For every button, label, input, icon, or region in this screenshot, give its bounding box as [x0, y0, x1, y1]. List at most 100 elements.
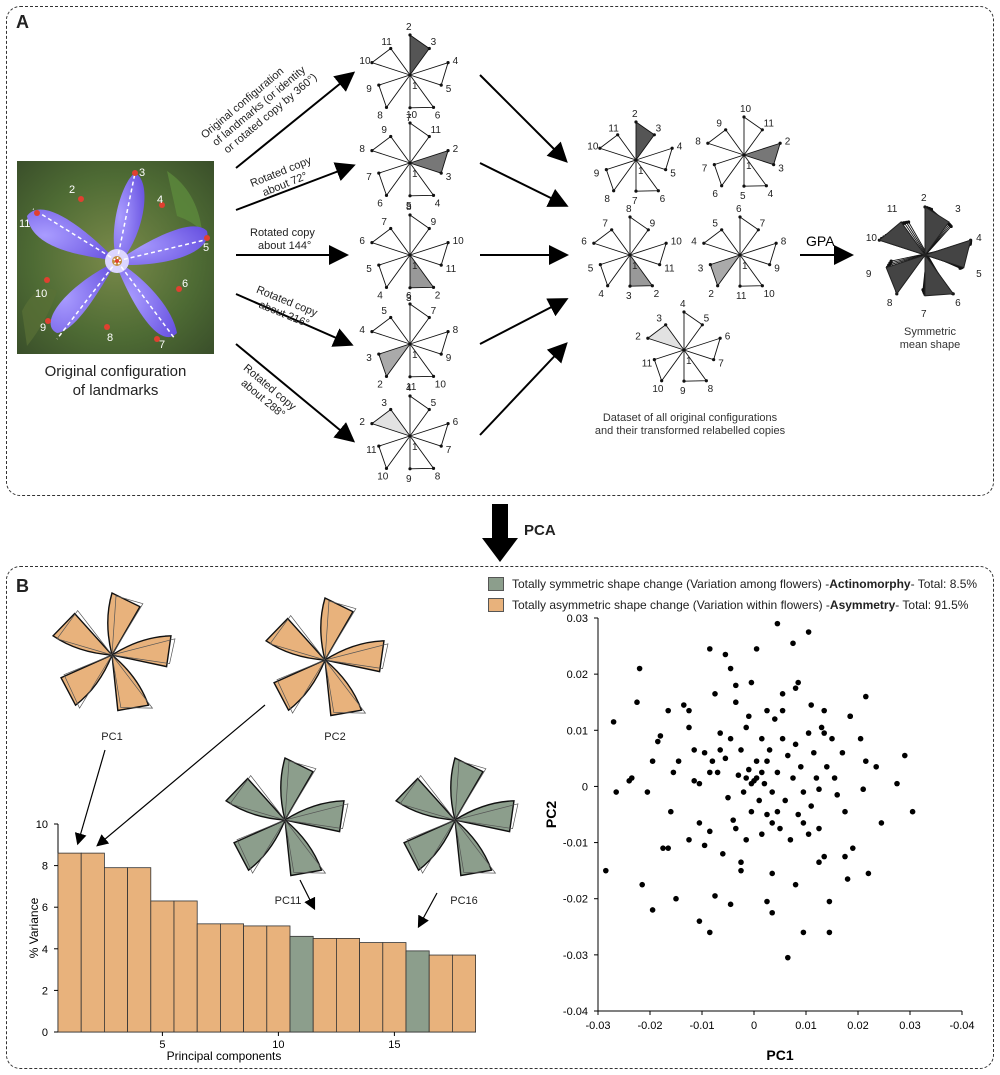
scatter-point — [798, 763, 804, 770]
shape-petal — [394, 777, 457, 821]
y-tick-label: 0.01 — [567, 725, 588, 737]
scatter-point — [644, 789, 651, 795]
landmark-label: 3 — [366, 353, 372, 364]
landmark-point — [370, 422, 374, 426]
scatter-point — [696, 918, 703, 924]
landmark-label: 3 — [406, 293, 412, 304]
landmark-label: 1 — [686, 356, 692, 367]
landmark-point — [446, 241, 450, 245]
landmark-point — [738, 215, 742, 219]
petal-wedge — [605, 159, 638, 192]
scatter-point — [691, 778, 697, 784]
scatter-point — [725, 794, 731, 801]
scatter-point — [730, 817, 736, 823]
petal-wedge — [370, 135, 412, 164]
pc2-shape: PC2 — [264, 597, 389, 743]
landmark-point — [682, 310, 686, 314]
landmark-label: 1 — [412, 169, 418, 180]
scatter-point — [759, 735, 765, 742]
petal-wedge — [599, 254, 632, 287]
landmark-label: 11 — [406, 382, 417, 393]
landmark-label: 7 — [702, 163, 708, 174]
landmark-label: 11 — [608, 124, 619, 135]
pointer-arrow — [417, 892, 438, 929]
landmark-point — [612, 189, 616, 193]
landmark-label: 7 — [431, 306, 437, 317]
panel-a-label: A — [16, 12, 29, 32]
legend-symmetric-rest: - Total: 8.5% — [910, 577, 978, 591]
petal-wedge — [635, 158, 660, 192]
petal-wedge — [646, 324, 686, 351]
scatter-point — [720, 851, 726, 857]
scatter-point — [743, 724, 749, 731]
landmark-label: 7 — [760, 219, 766, 230]
landmark-label: 4 — [768, 189, 774, 200]
landmark-point — [384, 193, 389, 197]
scatter-point — [811, 749, 817, 756]
bar-pc17 — [428, 954, 453, 1033]
svg-text:9: 9 — [40, 322, 46, 334]
landmark-point — [427, 407, 431, 412]
shape-petal — [233, 818, 287, 872]
scatter-point — [800, 820, 807, 826]
landmark-point — [921, 288, 925, 292]
scatter-point — [795, 679, 801, 686]
scatter-point — [782, 797, 788, 804]
scatter-point — [746, 713, 752, 720]
scatter-point — [826, 929, 833, 936]
scatter-point — [686, 724, 692, 731]
petal-wedge — [370, 316, 412, 345]
scatter-point — [831, 775, 838, 781]
shape-label: PC2 — [324, 731, 345, 743]
landmark-point — [652, 133, 656, 137]
bar-pc5 — [150, 900, 175, 1033]
landmark-label: 6 — [435, 111, 441, 122]
reference-outline — [324, 600, 357, 661]
landmark-point — [760, 128, 764, 132]
mean-landmark-label: 7 — [921, 309, 927, 320]
x-tick-label: 0.01 — [795, 1020, 816, 1032]
petal-wedge — [706, 129, 746, 156]
scatter-point — [707, 646, 713, 652]
landmark-point — [427, 46, 431, 51]
petal-wedge — [653, 349, 686, 382]
scatter-point — [660, 845, 666, 851]
landmark-point — [389, 226, 393, 231]
scatter-point — [834, 792, 840, 798]
scatter-point — [696, 780, 703, 787]
shape-petal — [284, 818, 323, 877]
scatter-point — [909, 808, 916, 815]
landmark-label: 6 — [377, 199, 383, 210]
scatter-point — [847, 713, 853, 720]
y-tick-label: 0.03 — [567, 613, 588, 625]
x-tick-label: 0.02 — [847, 1020, 868, 1032]
reference-outline — [284, 803, 349, 829]
scatter-point — [795, 811, 801, 818]
y-tick-label: -0.02 — [563, 894, 588, 906]
landmark-label: 3 — [656, 314, 662, 325]
scatter-point — [774, 769, 781, 776]
mean-landmark-label: 3 — [955, 204, 961, 215]
reference-outline — [324, 643, 389, 669]
landmark-point — [606, 284, 610, 288]
bar-pc6 — [173, 900, 198, 1033]
petal-wedge — [713, 154, 746, 187]
landmark-point — [370, 61, 374, 65]
landmark-label: 3 — [656, 124, 662, 135]
landmark-point — [889, 259, 893, 263]
landmark-label: 8 — [359, 144, 365, 155]
landmark-label: 10 — [652, 384, 664, 395]
scatter-point — [639, 881, 645, 888]
svg-text:6: 6 — [182, 278, 188, 290]
bar-pc15 — [382, 942, 407, 1033]
scatter-point — [902, 752, 908, 759]
scatter-point — [727, 901, 734, 908]
landmark-label: 7 — [632, 196, 638, 207]
legend-symmetric: Totally symmetric shape change (Variatio… — [488, 577, 977, 591]
scatter-point — [722, 651, 729, 658]
shape-label: PC16 — [450, 895, 478, 907]
bar-pc7 — [196, 923, 221, 1033]
scatter-point — [707, 929, 713, 936]
landmark-label: 1 — [412, 81, 418, 92]
